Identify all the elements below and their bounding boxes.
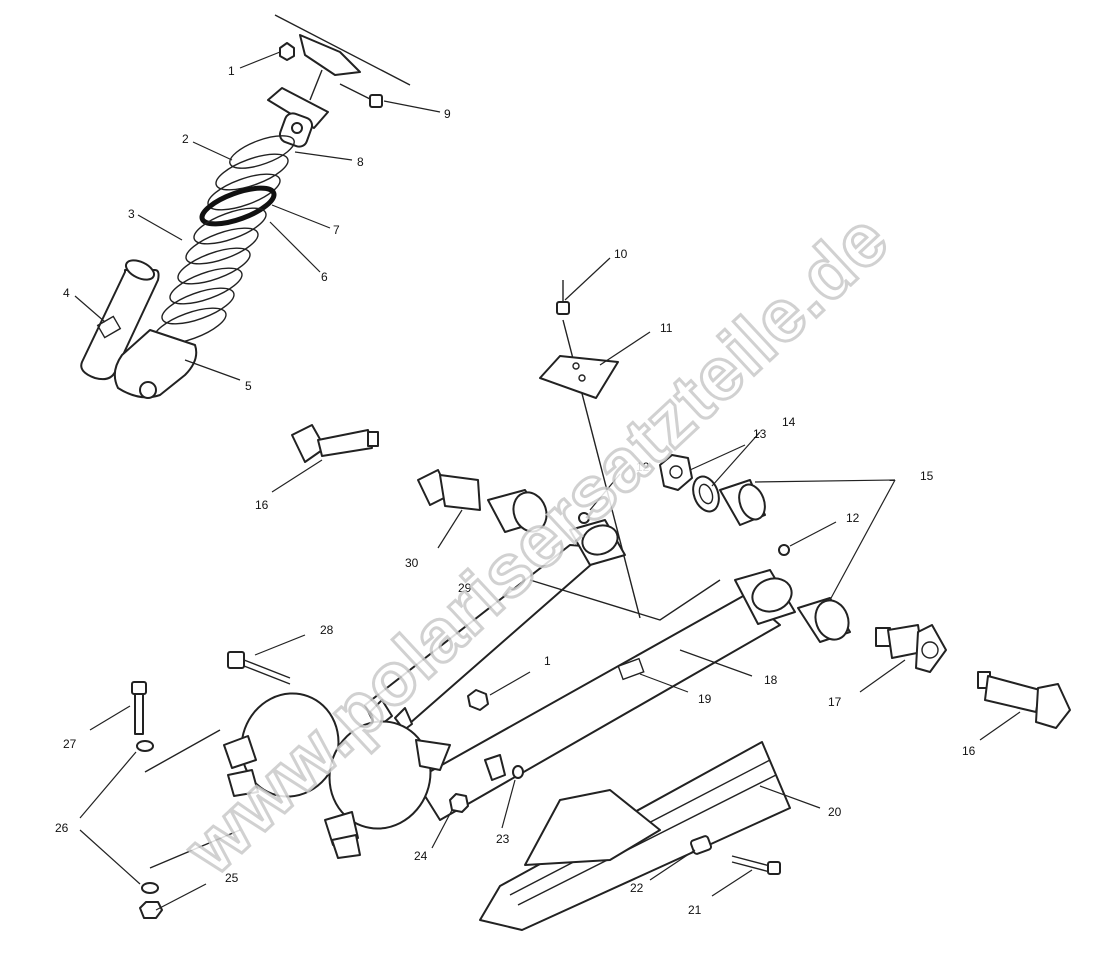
callout-4: 4 [63, 286, 70, 300]
nut-24 [449, 793, 469, 813]
bushing-30 [417, 469, 481, 511]
pivot-tube-right [734, 569, 796, 625]
callout-26: 26 [55, 821, 69, 835]
pivot-bolt-16-right [977, 671, 1071, 729]
washer-26-bottom [141, 882, 159, 894]
bolt-21 [731, 855, 781, 875]
callout-11: 11 [660, 321, 673, 335]
callout-16-right: 16 [962, 744, 976, 758]
callout-27: 27 [63, 737, 77, 751]
bolt-28 [227, 651, 291, 685]
swing-arm-frame [144, 519, 796, 869]
callout-labels: 1 9 2 8 3 7 6 4 5 10 11 13 14 15 12 12 1… [55, 64, 976, 917]
callout-16-left: 16 [255, 498, 269, 512]
slide-rail-20 [479, 741, 791, 931]
callout-1-top: 1 [228, 64, 235, 78]
bolt-27 [131, 681, 147, 735]
callout-15: 15 [920, 469, 934, 483]
coil-spring [153, 135, 295, 345]
nut-1 [279, 42, 295, 61]
decal-19 [617, 657, 645, 681]
callout-20: 20 [828, 805, 842, 819]
callout-12-right: 12 [846, 511, 860, 525]
clip-23 [484, 754, 524, 781]
callout-9: 9 [444, 107, 451, 121]
callout-3: 3 [128, 207, 135, 221]
callout-13: 13 [753, 427, 767, 441]
callout-29: 29 [458, 581, 472, 595]
callout-28: 28 [320, 623, 334, 637]
nut-25 [139, 901, 163, 919]
brake-drum-left [223, 692, 340, 798]
grease-fitting-12-right [778, 544, 790, 556]
callout-22: 22 [630, 881, 644, 895]
washer-26-top [136, 740, 154, 752]
spacer-22 [689, 835, 713, 855]
grease-fitting-12-left [578, 512, 590, 524]
washer-14 [692, 475, 720, 513]
nut-13 [659, 454, 693, 491]
bushing-29 [487, 489, 548, 533]
callout-10: 10 [614, 247, 628, 261]
pivot-bolt-16-left [291, 424, 379, 463]
pivot-tube-left [569, 519, 626, 566]
shock-body-5 [113, 329, 198, 399]
bushing-15-lower [797, 597, 851, 643]
callout-14: 14 [782, 415, 796, 429]
nut-1-swingarm [467, 689, 489, 711]
bolt-9 [369, 94, 383, 108]
callout-12-left: 12 [636, 460, 650, 474]
shock-absorber-assembly [80, 14, 411, 399]
plate-11 [539, 355, 619, 399]
reservoir-4 [80, 259, 160, 381]
callout-23: 23 [496, 832, 510, 846]
callout-1-swingarm: 1 [544, 654, 551, 668]
callout-5: 5 [245, 379, 252, 393]
callout-21: 21 [688, 903, 702, 917]
pivot-bolt-17 [875, 624, 947, 673]
bushing-15-upper [719, 479, 766, 526]
callout-24: 24 [414, 849, 428, 863]
callout-25: 25 [225, 871, 239, 885]
bolt-10 [556, 280, 570, 315]
callout-30: 30 [405, 556, 419, 570]
callout-7: 7 [333, 223, 340, 237]
callout-18: 18 [764, 673, 778, 687]
brake-drum-right [324, 720, 451, 859]
callout-8: 8 [357, 155, 364, 169]
callout-17: 17 [828, 695, 842, 709]
callout-19: 19 [698, 692, 712, 706]
callout-2: 2 [182, 132, 189, 146]
callout-6: 6 [321, 270, 328, 284]
